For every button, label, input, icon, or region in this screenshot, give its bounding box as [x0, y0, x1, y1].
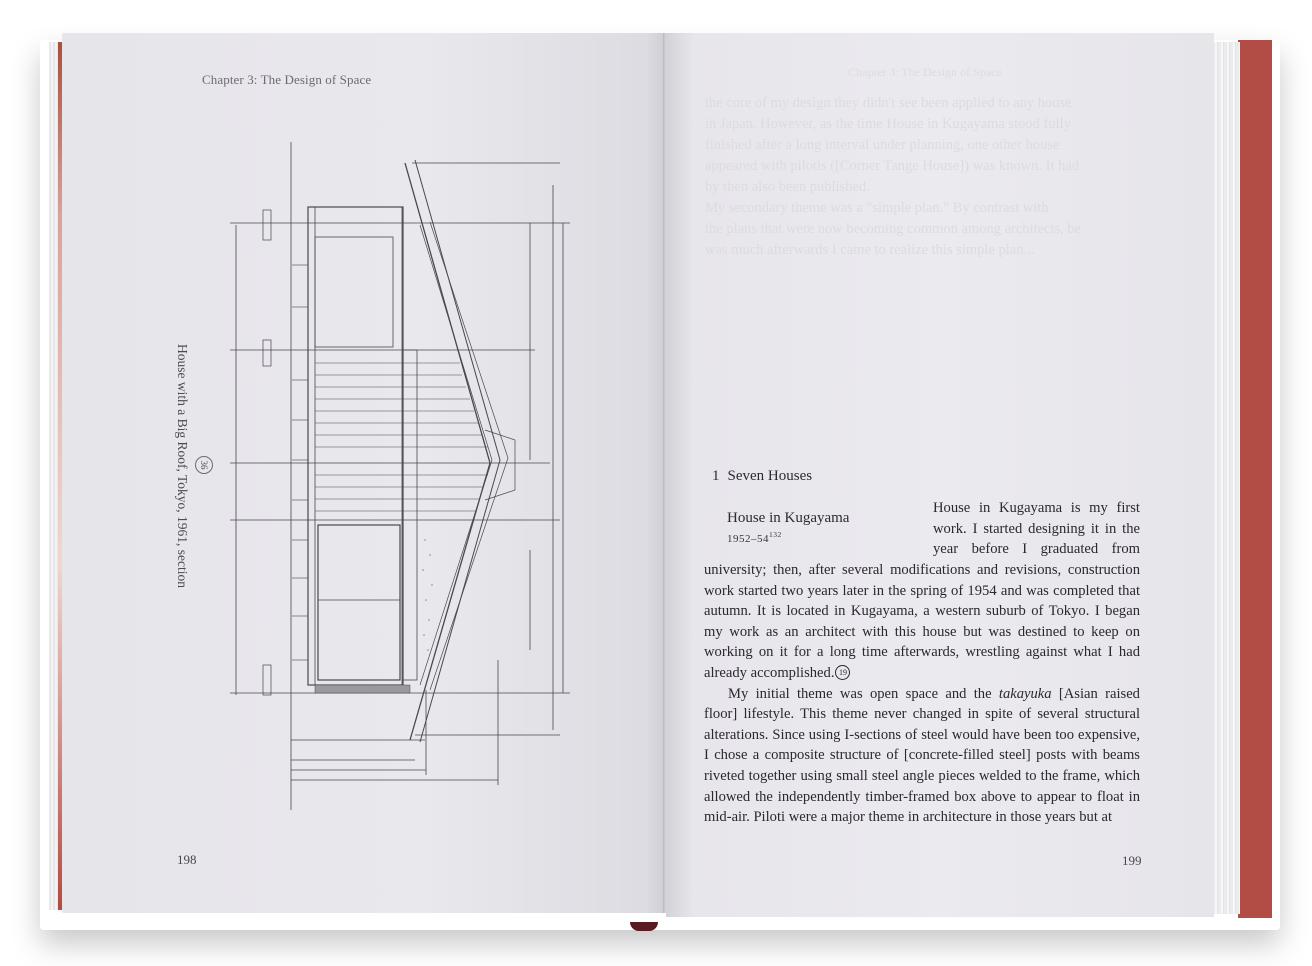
paragraph-1: university; then, after several modifica…	[704, 562, 1140, 681]
figure-caption: House with a Big Roof, Tokyo, 1961, sect…	[175, 344, 190, 589]
paragraph-2: My initial theme was open space and the …	[704, 685, 1140, 826]
paragraph-1-column: House in Kugayama is my first work. I st…	[933, 500, 1140, 558]
running-head: Chapter 3: The Design of Space	[202, 72, 372, 87]
book-gutter	[663, 33, 666, 913]
section-number: 1	[712, 468, 720, 484]
page-stack-right	[1212, 42, 1240, 914]
endnote-ref: 132	[769, 530, 782, 539]
page-stack-left	[49, 42, 59, 910]
ribbon-bookmark	[630, 922, 658, 931]
entry-title: House in Kugayama	[727, 510, 850, 526]
section-heading: 1 Seven Houses	[712, 468, 812, 485]
italic-term: takayuka	[998, 685, 1052, 702]
left-page	[62, 33, 664, 913]
section-drawing	[230, 142, 570, 810]
right-page	[666, 33, 1214, 917]
show-through-text: Chapter 3: The Design of Space the core …	[705, 65, 1082, 258]
figure-ref-badge: 19	[835, 664, 851, 680]
book-cover-edge-left	[58, 42, 62, 910]
book-cover-edge-right	[1238, 40, 1272, 918]
body-text: university; then, after several modifica…	[704, 560, 1140, 828]
figure-number-badge: 36	[195, 456, 213, 474]
page-number-left: 198	[177, 852, 197, 867]
page-number-right: 199	[1122, 853, 1142, 868]
section-title: Seven Houses	[727, 468, 813, 484]
entry-years: 1952–54132	[727, 530, 782, 545]
